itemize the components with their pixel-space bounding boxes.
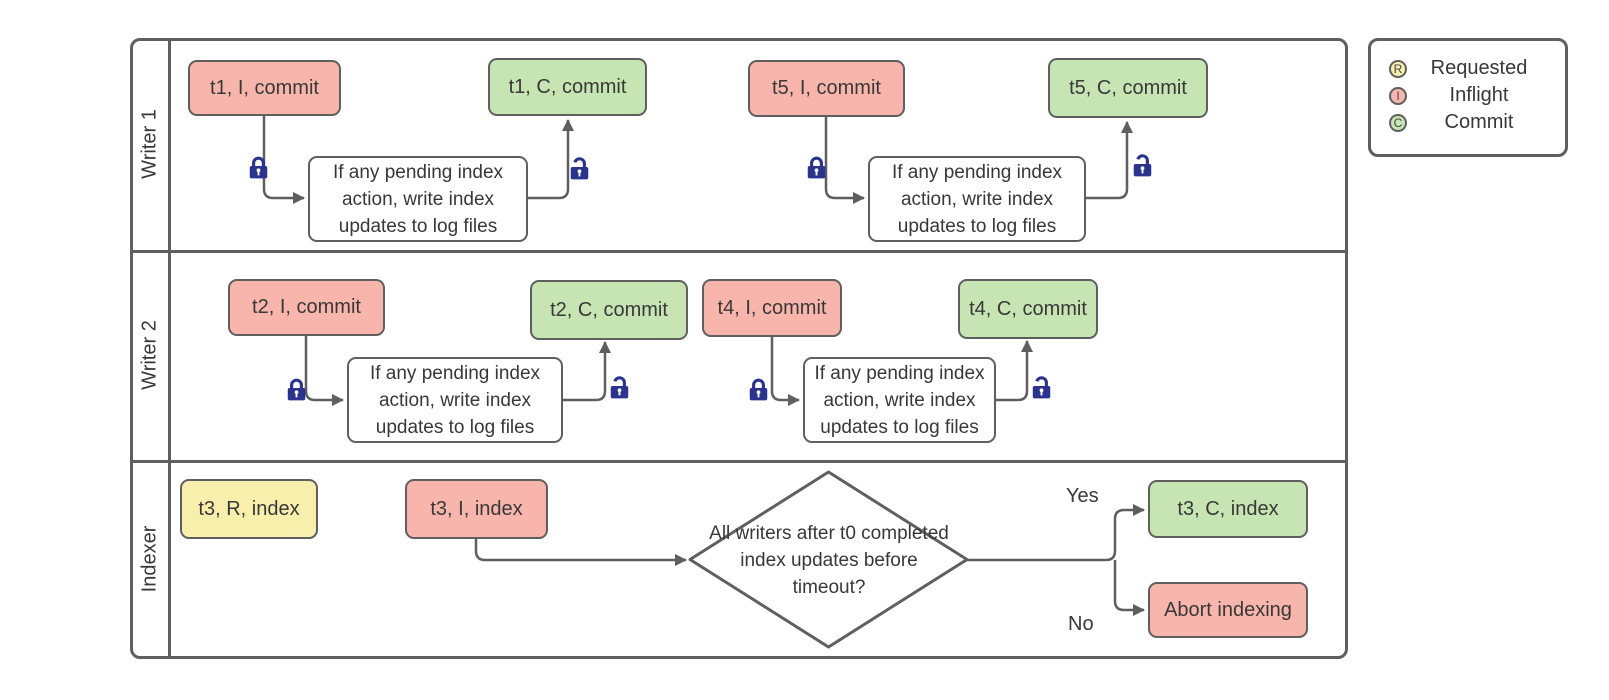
commit-state-icon: C <box>1389 113 1407 132</box>
node-abort-indexing: Abort indexing <box>1148 582 1308 638</box>
legend-row-inflight: I Inflight <box>1371 82 1565 109</box>
lock-open-icon <box>570 157 589 180</box>
node-t1-commit: t1, C, commit <box>488 58 647 116</box>
node-t5-inflight: t5, I, commit <box>748 60 905 117</box>
swimlane-pool <box>130 38 1348 659</box>
legend-label-inflight: Inflight <box>1449 84 1509 106</box>
node-t4-inflight: t4, I, commit <box>702 279 842 337</box>
lane-divider-1 <box>130 250 1348 253</box>
lock-closed-icon <box>749 378 768 401</box>
node-t2-inflight: t2, I, commit <box>228 279 385 336</box>
lock-open-icon <box>1032 376 1051 399</box>
edge-label-yes: Yes <box>1066 485 1099 507</box>
lane-label-writer-2: Writer 2 <box>138 320 161 390</box>
lock-closed-icon <box>249 156 268 179</box>
edge-label-no: No <box>1068 613 1094 635</box>
node-w1-process-a: If any pending index action, write index… <box>308 156 528 242</box>
requested-state-icon: R <box>1389 59 1407 78</box>
node-w2-process-b: If any pending index action, write index… <box>803 357 996 443</box>
lock-open-icon <box>610 376 629 399</box>
lane-divider-2 <box>130 460 1348 463</box>
node-t5-commit: t5, C, commit <box>1048 58 1208 118</box>
lock-closed-icon <box>807 156 826 179</box>
node-t3-requested: t3, R, index <box>180 479 318 539</box>
node-t1-inflight: t1, I, commit <box>188 60 341 116</box>
decision-label: All writers after t0 completed index upd… <box>709 522 949 598</box>
node-t2-commit: t2, C, commit <box>530 280 688 340</box>
lock-open-icon <box>1133 154 1152 177</box>
lane-label-divider <box>168 38 171 659</box>
node-t3-commit: t3, C, index <box>1148 480 1308 538</box>
legend-label-requested: Requested <box>1430 57 1528 79</box>
lock-closed-icon <box>287 378 306 401</box>
node-t3-inflight: t3, I, index <box>405 479 548 539</box>
legend-row-commit: C Commit <box>1371 109 1565 136</box>
lane-label-indexer: Indexer <box>138 525 161 593</box>
node-t4-commit: t4, C, commit <box>958 279 1098 339</box>
lane-label-writer-1: Writer 1 <box>138 109 161 179</box>
node-w2-process-a: If any pending index action, write index… <box>347 357 563 443</box>
node-w1-process-b: If any pending index action, write index… <box>868 156 1086 242</box>
legend: R Requested I Inflight C Commit <box>1368 38 1568 157</box>
inflight-state-icon: I <box>1389 86 1407 105</box>
legend-row-requested: R Requested <box>1371 55 1565 82</box>
legend-label-commit: Commit <box>1444 111 1514 133</box>
